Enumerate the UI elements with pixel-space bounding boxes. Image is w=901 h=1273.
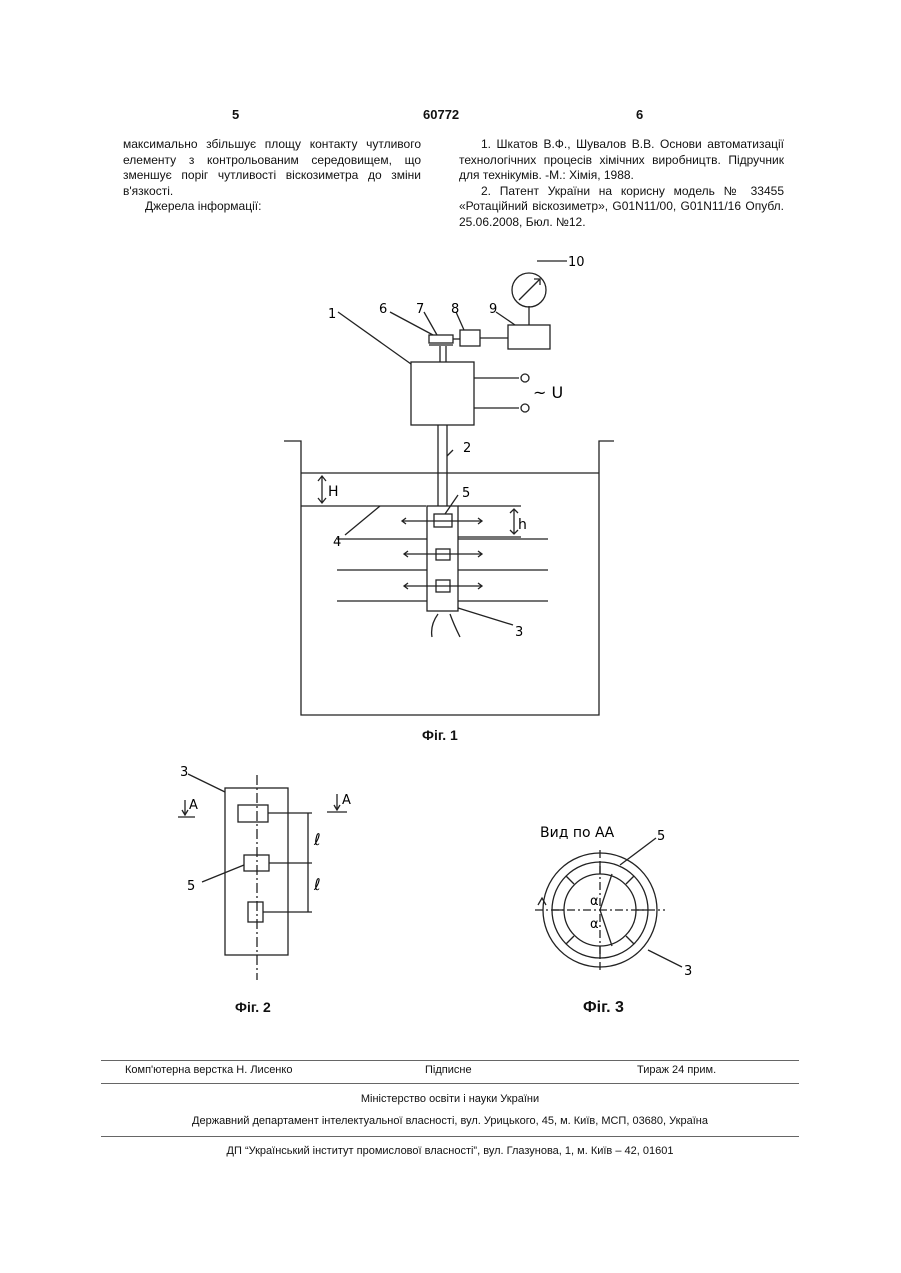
fig1-label-7: 7 <box>416 302 424 317</box>
fig1-label-3: 3 <box>515 625 523 640</box>
footer-rule-top <box>101 1060 799 1061</box>
fig2-label-ell-2: ℓ <box>313 875 321 894</box>
figure-2-drawing: 3 5 A A ℓ ℓ <box>160 760 380 990</box>
fig2-label-5: 5 <box>187 879 195 894</box>
fig1-label-U: ~ U <box>533 383 563 402</box>
fig1-caption: Фіг. 1 <box>422 727 458 743</box>
fig1-label-10: 10 <box>568 255 585 270</box>
fig1-label-1: 1 <box>328 307 336 322</box>
fig1-label-9: 9 <box>489 302 497 317</box>
fig1-label-8: 8 <box>451 302 459 317</box>
fig2-label-A-right: A <box>342 793 351 808</box>
fig2-label-A-left: A <box>189 798 198 813</box>
footer-ministry: Міністерство освіти і науки України <box>101 1093 799 1105</box>
fig1-label-4: 4 <box>333 535 341 550</box>
fig3-title: Вид по АА <box>540 825 615 841</box>
footer-circulation: Тираж 24 прим. <box>637 1064 716 1076</box>
fig3-label-alpha-2: α <box>590 917 599 932</box>
footer-department: Державний департамент інтелектуальної вл… <box>101 1115 799 1127</box>
fig3-label-5: 5 <box>657 829 665 844</box>
fig1-label-H: H <box>328 484 339 500</box>
footer-typesetting: Комп'ютерна верстка Н. Лисенко <box>125 1064 292 1076</box>
footer-signed: Підписне <box>425 1064 472 1076</box>
fig3-label-alpha-1: α <box>590 894 599 909</box>
footer-rule-middle <box>101 1083 799 1084</box>
footer-rule-bottom <box>101 1136 799 1137</box>
fig2-label-ell-1: ℓ <box>313 830 321 849</box>
fig3-label-3: 3 <box>684 964 692 979</box>
fig1-label-5: 5 <box>462 486 470 501</box>
figure-3-drawing: Вид по АА 5 3 α α <box>520 810 720 990</box>
fig1-label-6: 6 <box>379 302 387 317</box>
fig3-caption: Фіг. 3 <box>583 999 624 1017</box>
fig2-caption: Фіг. 2 <box>235 999 271 1015</box>
fig2-label-3: 3 <box>180 765 188 780</box>
fig1-label-h: h <box>518 517 527 533</box>
fig1-label-2: 2 <box>463 441 471 456</box>
footer-institute: ДП “Український інститут промислової вла… <box>101 1145 799 1157</box>
